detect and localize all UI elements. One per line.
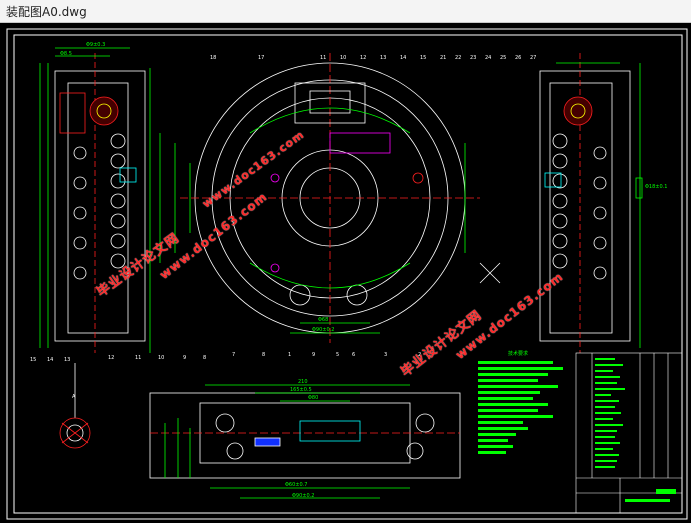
svg-text:23: 23 xyxy=(470,55,476,61)
dim-right-side: Φ18±0.1 xyxy=(645,184,667,190)
dim-section-c: Φ80 xyxy=(308,395,318,401)
drawing-border xyxy=(6,28,688,520)
svg-text:6: 6 xyxy=(352,352,355,358)
svg-text:8: 8 xyxy=(203,355,206,361)
dim-top-left-a: Φ9±0.3 xyxy=(86,42,105,48)
svg-text:14: 14 xyxy=(400,55,406,61)
svg-text:5: 5 xyxy=(336,352,339,358)
svg-text:14: 14 xyxy=(47,357,53,363)
svg-text:18: 18 xyxy=(210,55,216,61)
right-side-view xyxy=(539,53,643,353)
tech-req-title: 技术要求 xyxy=(508,350,528,357)
dim-section-bottom2: Φ90±0.2 xyxy=(292,493,314,499)
svg-text:1: 1 xyxy=(288,352,291,358)
parts-list-table xyxy=(575,352,683,514)
dim-center-a: Φ68 xyxy=(318,317,328,323)
svg-text:9: 9 xyxy=(183,355,186,361)
left-side-view xyxy=(39,47,151,353)
svg-text:25: 25 xyxy=(500,55,506,61)
dim-center-b: Φ90±0.2 xyxy=(312,327,334,333)
svg-text:3: 3 xyxy=(384,352,387,358)
svg-text:15: 15 xyxy=(420,55,426,61)
drawing-inner-border xyxy=(13,34,683,514)
svg-text:12: 12 xyxy=(108,355,114,361)
dim-section-b: 165±0.5 xyxy=(290,387,312,393)
top-callouts: 18 17 11 10 12 13 14 15 21 22 23 24 25 2… xyxy=(210,55,536,61)
svg-text:10: 10 xyxy=(158,355,164,361)
parts-list-entries xyxy=(595,358,676,502)
svg-text:13: 13 xyxy=(380,55,386,61)
title-bar: 装配图A0.dwg xyxy=(0,0,691,23)
svg-text:15: 15 xyxy=(30,357,36,363)
svg-text:2: 2 xyxy=(418,352,421,358)
svg-text:22: 22 xyxy=(455,55,461,61)
svg-text:26: 26 xyxy=(515,55,521,61)
drawing-canvas[interactable]: Φ9±0.3 Φ8.5 Φ18±0.1 xyxy=(0,23,691,523)
detail-callouts: 15 14 13 xyxy=(30,357,70,363)
dim-section-width: 210 xyxy=(298,379,308,385)
dim-section-bottom: Φ60±0.7 xyxy=(285,482,307,488)
section-callouts: 12 11 10 9 8 xyxy=(108,355,206,361)
section-view xyxy=(149,384,461,499)
dim-top-left-b: Φ8.5 xyxy=(60,51,72,57)
svg-text:12: 12 xyxy=(360,55,366,61)
detail-label: A xyxy=(72,394,76,400)
svg-text:17: 17 xyxy=(258,55,264,61)
cad-drawing: Φ9±0.3 Φ8.5 Φ18±0.1 xyxy=(6,28,688,520)
svg-text:11: 11 xyxy=(135,355,141,361)
svg-text:13: 13 xyxy=(64,357,70,363)
svg-text:8: 8 xyxy=(262,352,265,358)
svg-text:24: 24 xyxy=(485,55,491,61)
document-title: 装配图A0.dwg xyxy=(6,5,87,19)
svg-text:11: 11 xyxy=(320,55,326,61)
svg-text:27: 27 xyxy=(530,55,536,61)
svg-text:10: 10 xyxy=(340,55,346,61)
detail-a-view xyxy=(59,363,91,449)
center-drum-view xyxy=(159,53,501,343)
svg-text:21: 21 xyxy=(440,55,446,61)
bottom-main-callouts: 7 8 1 9 5 6 3 2 xyxy=(232,352,421,358)
svg-text:9: 9 xyxy=(312,352,315,358)
tech-requirements-block xyxy=(478,361,563,454)
svg-text:7: 7 xyxy=(232,352,235,358)
